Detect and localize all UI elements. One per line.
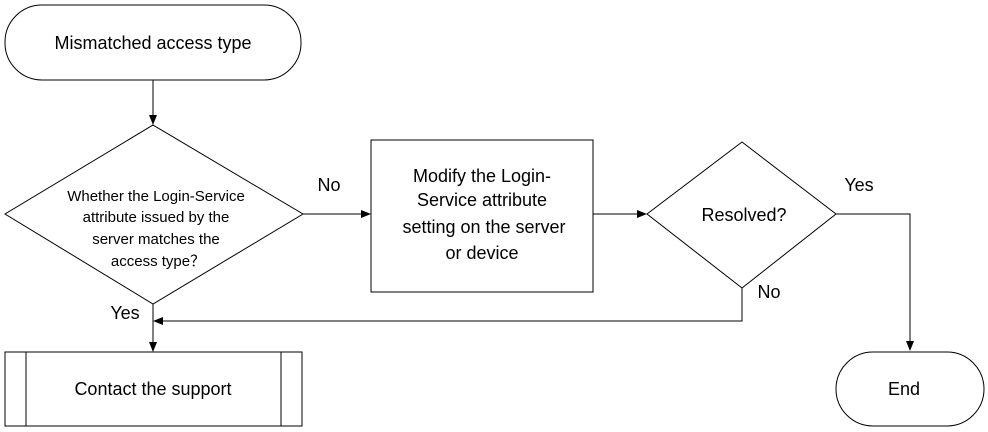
process-line-4: or device (445, 243, 518, 263)
end-node: End (835, 351, 985, 427)
decision-resolved: Resolved? (646, 141, 837, 289)
process-modify-attribute: Modify the Login- Service attribute sett… (370, 139, 594, 293)
arrowhead (361, 210, 371, 218)
start-node-label: Mismatched access type (54, 33, 251, 53)
process-line-1: Modify the Login- (413, 166, 551, 186)
edge-label-no-resolved: No (757, 282, 780, 302)
support-node-label: Contact the support (74, 379, 231, 399)
decision-line-2: attribute issued by the (83, 209, 230, 226)
resolved-label: Resolved? (701, 205, 786, 225)
decision-login-service-match: Whether the Login-Service attribute issu… (4, 124, 304, 305)
decision-line-1: Whether the Login-Service (67, 188, 245, 205)
arrowhead (153, 317, 163, 325)
arrowhead (906, 341, 914, 351)
process-line-3: setting on the server (402, 217, 565, 237)
start-node: Mismatched access type (4, 4, 302, 81)
edge-label-yes-resolved: Yes (844, 175, 873, 195)
connector-resolved-to-end (836, 213, 911, 342)
arrowhead (637, 210, 647, 218)
process-line-2: Service attribute (417, 190, 547, 210)
edge-label-yes: Yes (110, 303, 139, 323)
support-node: Contact the support (4, 351, 303, 427)
edge-label-no: No (317, 175, 340, 195)
connector-resolved-no-back (162, 288, 743, 322)
arrowhead (149, 115, 157, 125)
arrowhead (149, 342, 157, 352)
end-node-label: End (888, 379, 920, 399)
decision-line-4: access type？ (111, 253, 205, 270)
decision-line-3: server matches the (92, 231, 220, 248)
